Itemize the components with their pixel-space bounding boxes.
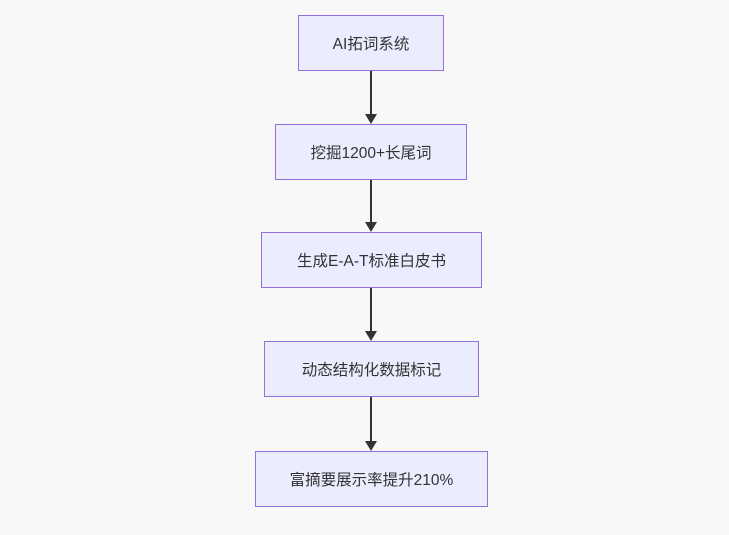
flow-node-ai-expansion: AI拓词系统	[298, 15, 444, 71]
arrow-shaft	[370, 71, 372, 114]
arrowhead-down-icon	[365, 222, 377, 232]
flow-node-structured-data: 动态结构化数据标记	[264, 341, 479, 397]
arrow-shaft	[370, 288, 372, 331]
arrow-shaft	[370, 397, 372, 441]
flow-node-label: 富摘要展示率提升210%	[289, 472, 454, 489]
arrowhead-down-icon	[365, 331, 377, 341]
flow-node-label: 生成E-A-T标准白皮书	[297, 253, 446, 270]
arrowhead-down-icon	[365, 114, 377, 124]
flow-node-eat-whitepaper: 生成E-A-T标准白皮书	[261, 232, 482, 288]
flow-arrow-3	[365, 288, 377, 341]
flow-node-label: AI拓词系统	[332, 36, 410, 53]
flow-node-rich-snippet-result: 富摘要展示率提升210%	[255, 451, 488, 507]
flow-node-label: 动态结构化数据标记	[301, 362, 442, 379]
flow-arrow-2	[365, 180, 377, 232]
flow-node-label: 挖掘1200+长尾词	[310, 145, 432, 162]
arrowhead-down-icon	[365, 441, 377, 451]
arrow-shaft	[370, 180, 372, 222]
flow-arrow-1	[365, 71, 377, 124]
flow-arrow-4	[365, 397, 377, 451]
flow-node-longtail-mining: 挖掘1200+长尾词	[275, 124, 467, 180]
